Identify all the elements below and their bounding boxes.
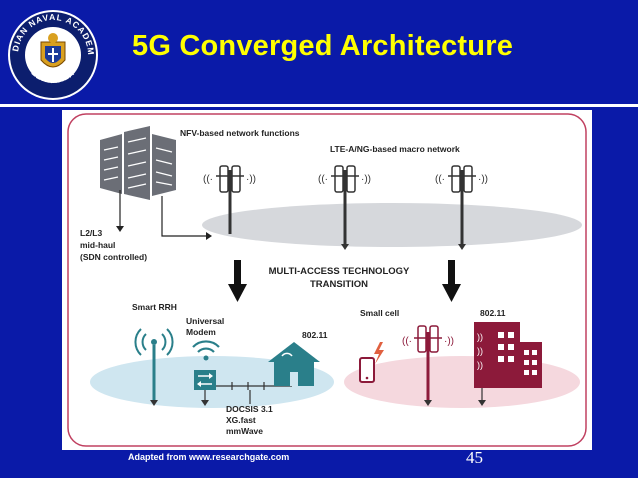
midhaul-label-line3: (SDN controlled)	[80, 252, 147, 262]
nfv-label: NFV-based network functions	[180, 128, 300, 138]
macro-tower-icon: ((· ·))	[203, 165, 256, 234]
macro-tower-icon: ((· ·))	[435, 165, 488, 250]
docsis-label-line3: mmWave	[226, 426, 263, 436]
svg-text:((·: ((·	[435, 174, 445, 185]
midhaul-label-line1: L2/L3	[80, 228, 102, 238]
svg-text:)): ))	[477, 360, 483, 370]
transition-arrow-left	[228, 260, 247, 302]
universal-modem-label-line1: Universal	[186, 316, 224, 326]
svg-text:((·: ((·	[318, 174, 328, 185]
title-divider	[0, 104, 638, 107]
small-cell-tower-icon: ((· ·))	[402, 325, 454, 406]
server-rack-icon	[100, 126, 176, 200]
core-network-ellipse	[202, 203, 582, 247]
page-number: 45	[466, 448, 483, 467]
wifi-label-left: 802.11	[302, 330, 328, 340]
transition-label-line2: TRANSITION	[310, 279, 368, 290]
smartphone-icon	[359, 342, 384, 383]
office-building-icon: )) )) ))	[474, 322, 542, 406]
svg-text:·)): ·))	[361, 174, 371, 185]
wifi-icon	[192, 340, 220, 361]
macro-tower-icon: ((· ·))	[318, 165, 371, 250]
universal-modem-icon	[194, 370, 216, 406]
slide-title: 5G Converged Architecture	[132, 30, 514, 62]
source-caption: Adapted from www.researchgate.com	[128, 452, 290, 462]
smart-rrh-antenna-icon	[134, 328, 174, 406]
wifi-label-right: 802.11	[480, 308, 506, 318]
naval-academy-logo: INDIAN NAVAL ACADEMY EZHIMALA	[2, 0, 100, 102]
docsis-label-line2: XG.fast	[226, 415, 256, 425]
svg-text:·)): ·))	[444, 336, 454, 347]
docsis-label-line1: DOCSIS 3.1	[226, 404, 273, 414]
svg-text:)): ))	[477, 346, 483, 356]
transition-arrow-right	[442, 260, 461, 302]
universal-modem-label-line2: Modem	[186, 327, 216, 337]
smart-rrh-label: Smart RRH	[132, 302, 177, 312]
small-cell-label: Small cell	[360, 308, 399, 318]
svg-text:)): ))	[477, 332, 483, 342]
svg-text:((·: ((·	[402, 336, 412, 347]
diagram-frame	[67, 113, 587, 447]
small-cell-ellipse	[344, 356, 580, 408]
transition-label-line1: MULTI-ACCESS TECHNOLOGY	[269, 266, 410, 277]
svg-text:·)): ·))	[478, 174, 488, 185]
macro-network-label: LTE-A/NG-based macro network	[330, 144, 460, 154]
house-icon	[268, 342, 320, 386]
midhaul-label-line2: mid-haul	[80, 240, 115, 250]
svg-text:·)): ·))	[246, 174, 256, 185]
architecture-diagram: NFV-based network functions LTE-A/NG-bas…	[62, 110, 592, 450]
svg-text:((·: ((·	[203, 174, 213, 185]
